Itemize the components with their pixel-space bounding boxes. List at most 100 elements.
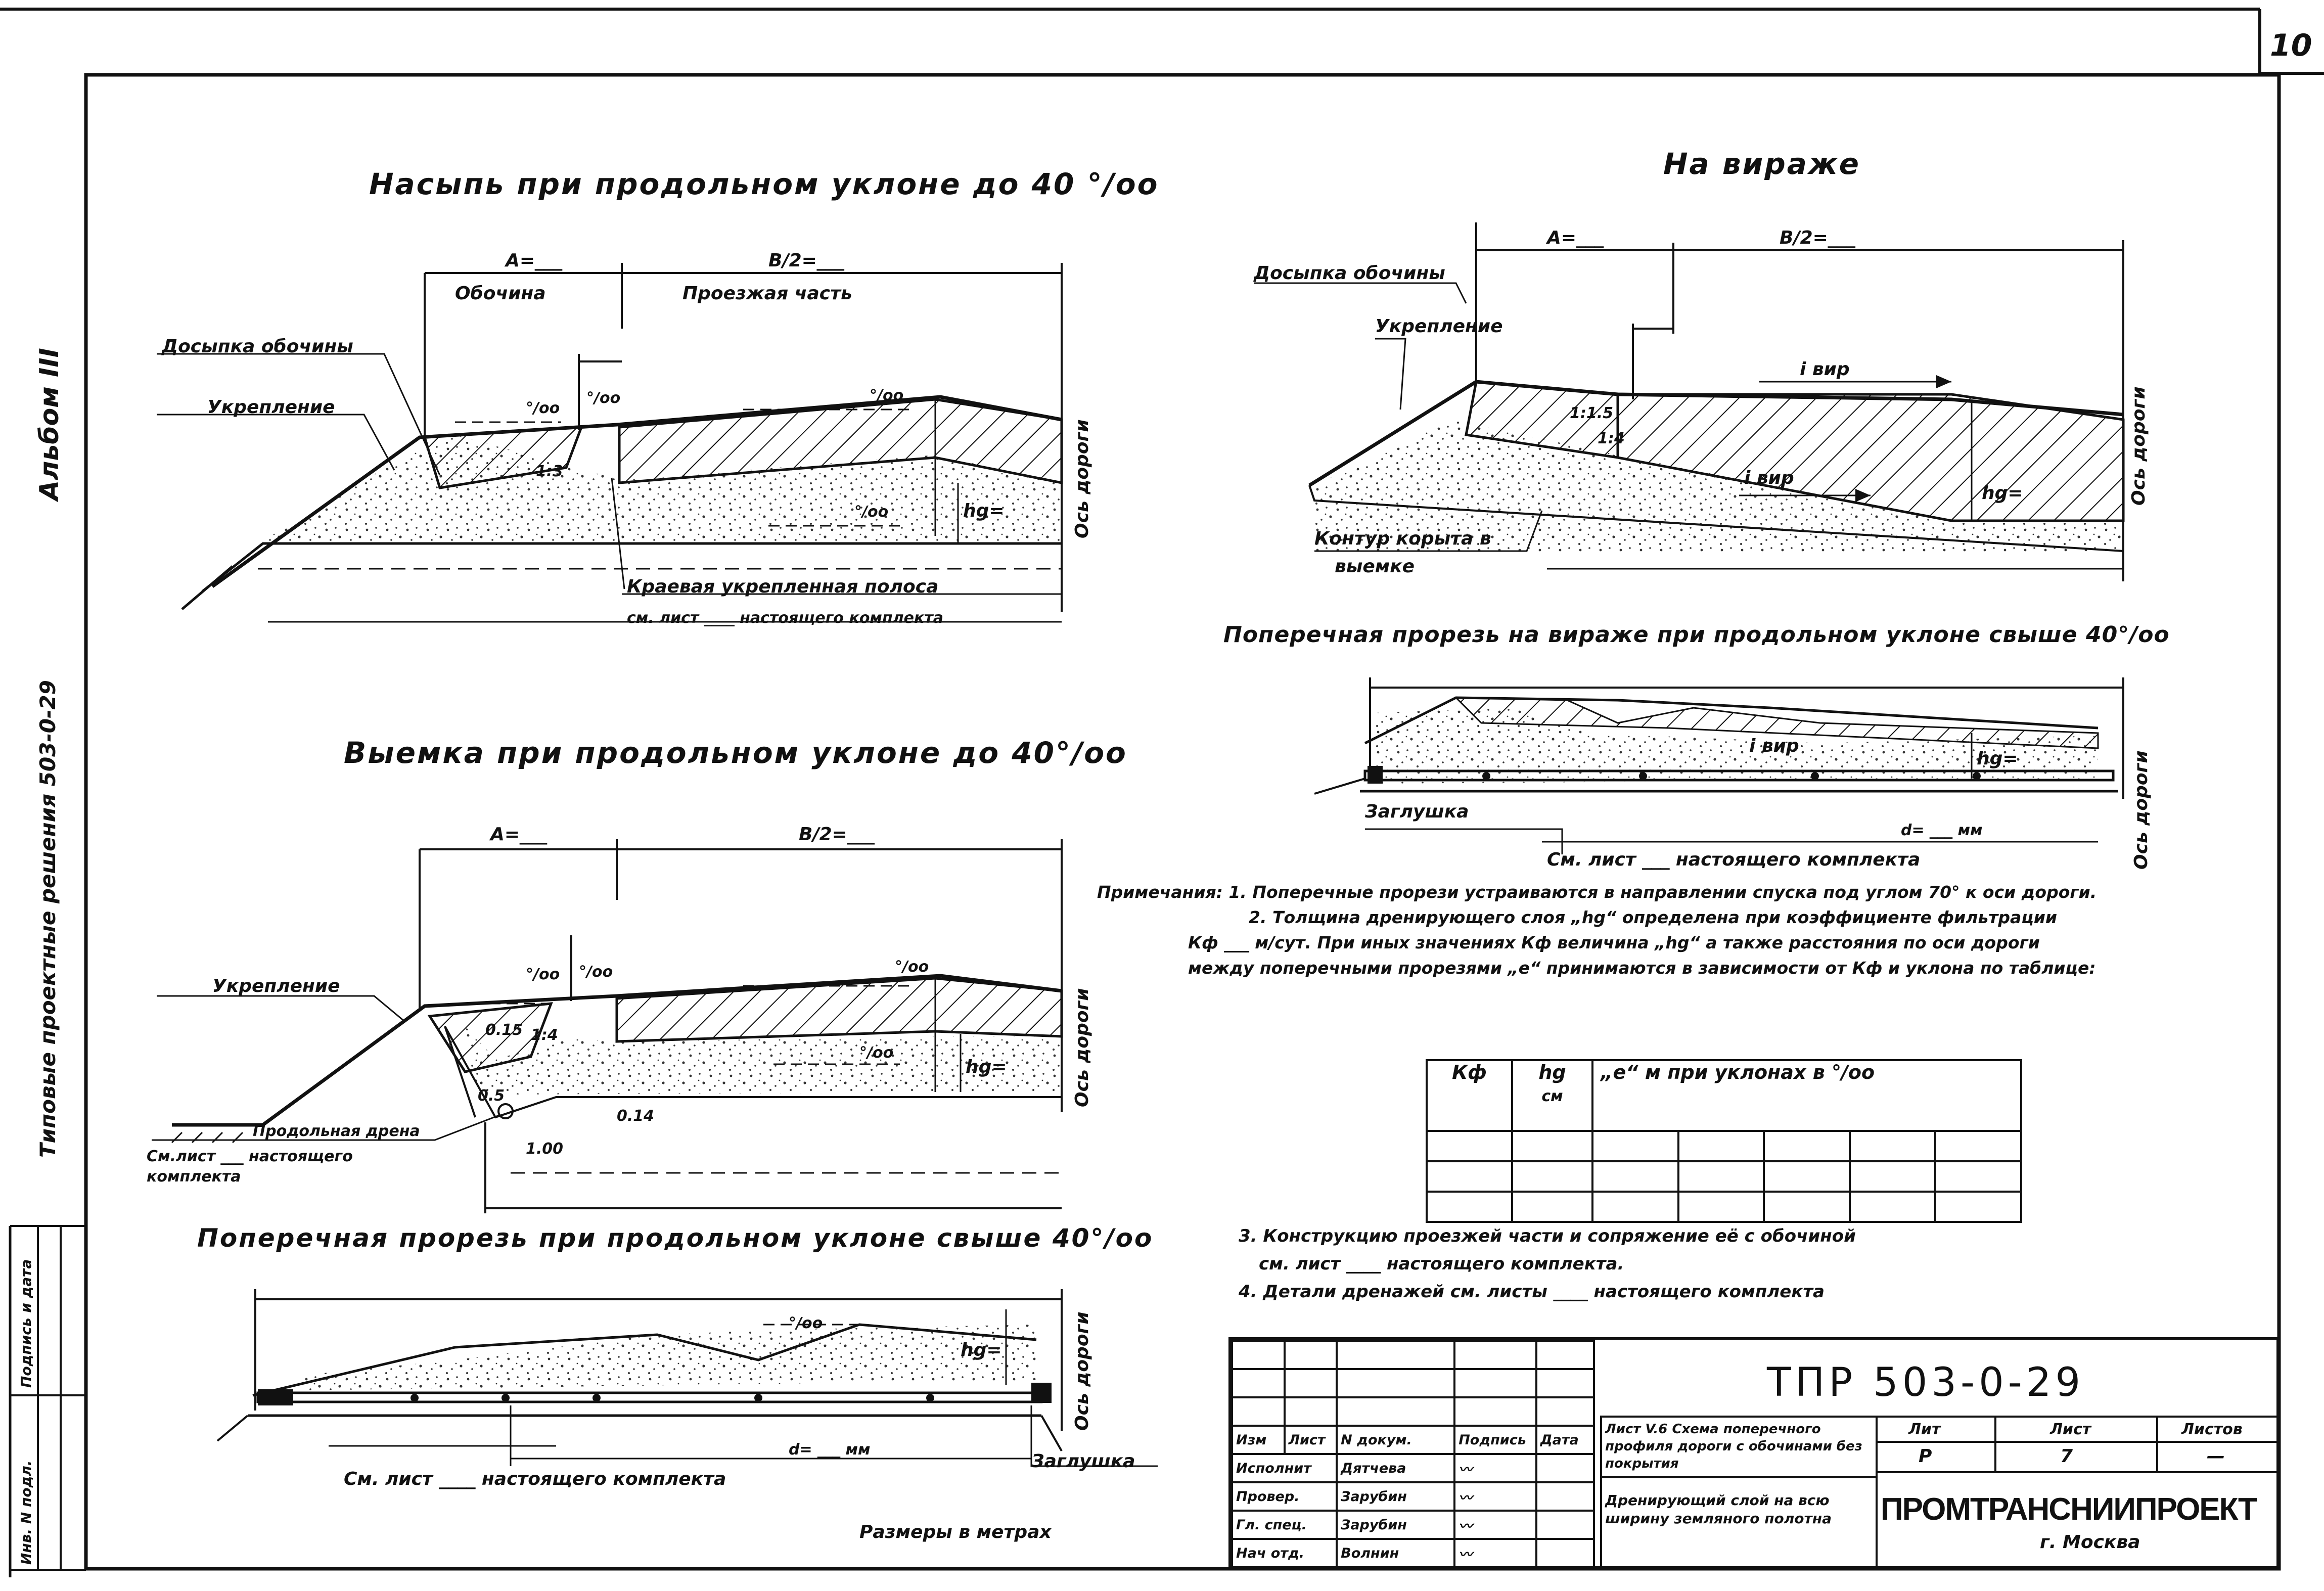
hd-header-symbol: hg [1538,1061,1566,1083]
cut-drawing [152,839,1063,1213]
sup-trough-2: выемке [1335,556,1415,577]
units-note: Размеры в метрах [859,1522,1052,1542]
emb-slope-1: °/oo [526,399,560,417]
emb-ratio: 1:3 [536,463,563,480]
ccl-plug: Заглушка [1031,1451,1135,1472]
name-row-2: Зарубин [1336,1510,1456,1540]
name-row-1: Зарубин [1336,1481,1456,1512]
signature-1: 〰 [1453,1481,1537,1512]
role-row-3: Нач отд. [1231,1538,1338,1568]
description-1: Лист V.6 Схема поперечного профиля дорог… [1605,1422,1862,1471]
hdr-izm: Изм [1231,1425,1286,1455]
ccl-axis: Ось дороги [1072,1311,1092,1431]
sup-trough-1: Контур корыта в [1314,528,1491,549]
sheet-number: 10 [2270,28,2312,63]
notes-line-2: 2. Толщина дренирующего слоя „hg“ опреде… [1249,907,2058,927]
ccr-i-vir: i вир [1749,736,1799,756]
emb-edge-strip: Краевая укрепленная полоса [627,576,939,597]
signature-0: 〰 [1453,1453,1537,1483]
cut-d014: 0.14 [617,1107,655,1125]
notes-extra-3: 4. Детали дренажей см. листы ____ настоя… [1239,1282,1825,1302]
sheet-label: Лист [2050,1421,2091,1438]
city: г. Москва [2040,1532,2140,1553]
sup-dim-a: A=___ [1547,228,1604,248]
sup-ratio-1: 1:1.5 [1570,404,1614,422]
ccr-axis: Ось дороги [2131,750,2152,870]
cut-reinforcement: Укрепление [212,976,340,996]
cross-cut-right-title: Поперечная прорезь на вираже при продоль… [1223,622,2170,648]
ccl-pipe-d: d= ___ мм [789,1441,871,1459]
notes-extra-2: см. лист ____ настоящего комплекта. [1259,1254,1624,1274]
embankment-drawing [157,263,1063,623]
notes-line-4: между поперечными прорезями „е“ принимаю… [1188,958,2096,978]
ccr-hd: hg= [1977,748,2018,769]
cut-dim-b: B/2=___ [799,824,875,845]
signature-3: 〰 [1453,1538,1537,1568]
sup-reinforcement: Укрепление [1375,316,1503,337]
name-row-0: Дятчева [1336,1453,1456,1483]
emb-slope-4: °/oo [854,503,889,521]
superelevation-drawing [1254,222,2125,581]
ccr-plug: Заглушка [1365,801,1469,822]
cut-hd: hg= [966,1057,1007,1077]
cut-d100: 1.00 [526,1140,564,1158]
title-block: Изм Лист N докум. Подпись Дата Исполнит … [1228,1337,2279,1569]
cut-slope-4: °/oo [859,1044,894,1062]
signature-grid: Изм Лист N докум. Подпись Дата Исполнит … [1231,1340,1596,1568]
notes-extra-1: 3. Конструкцию проезжей части и сопряжен… [1239,1226,1856,1246]
emb-axis: Ось дороги [1072,419,1092,538]
cut-title: Выемка при продольном уклоне до 40°/oo [344,736,1127,770]
cut-drain: Продольная дрена [253,1122,420,1140]
sup-axis: Ось дороги [2128,386,2149,506]
ccl-hd: hg= [961,1340,1002,1360]
emb-shoulder-fill: Досыпка обочины [162,336,353,357]
embankment-title: Насыпь при продольном уклоне до 40 °/oo [369,167,1159,201]
hdr-sign: Подпись [1453,1425,1537,1455]
sheets-label: Листов [2181,1421,2243,1438]
emb-slope-2: °/oo [586,389,621,407]
emb-slope-3: °/oo [870,387,904,404]
cross-cut-left-drawing [216,1289,1158,1467]
cut-slope-1: °/oo [526,966,560,983]
kf-header: Кф [1426,1059,1513,1132]
cut-d05: 0.5 [478,1087,505,1105]
kf-table: Кф hg см „е“ м при уклонах в °/oo [1426,1059,2022,1223]
cut-dim-a: A=___ [490,824,548,845]
organization: ПРОМТРАНСНИИПРОЕКТ [1881,1492,2257,1527]
signature-2: 〰 [1453,1510,1537,1540]
sup-dim-b: B/2=___ [1780,228,1855,248]
sheets-value: — [2207,1446,2225,1467]
cross-cut-left-title: Поперечная прорезь при продольном уклоне… [197,1223,1154,1253]
emb-dim-b: B/2=___ [768,250,844,271]
name-row-3: Волнин [1336,1538,1456,1568]
description-2: Дренирующий слой на всю ширину земляного… [1605,1492,1832,1527]
cut-ref-1: См.лист ___ настоящего [147,1148,353,1165]
role-row-1: Провер. [1231,1481,1338,1512]
ccl-ref: См. лист ____ настоящего комплекта [344,1469,726,1489]
notes-line-3: Кф ___ м/сут. При иных значениях Кф вели… [1188,933,2040,952]
emb-hd: hg= [963,501,1005,521]
ccl-slope: °/oo [789,1314,823,1332]
hd-header: hg см [1511,1059,1593,1132]
sup-i-vir-top: i вир [1800,359,1850,380]
cut-slope-2: °/oo [579,963,613,981]
drawing-code: ТПР 503-0-29 [1767,1360,2085,1405]
side-stamp-sign: Подпись и дата [18,1259,34,1388]
series-label: Типовые проектные решения 503-0-29 [35,680,60,1158]
role-row-2: Гл. спец. [1231,1510,1338,1540]
cut-ref-2: комплекта [147,1168,241,1186]
cut-d015: 0.15 [485,1021,523,1039]
hdr-list: Лист [1283,1425,1338,1455]
emb-edge-ref: см. лист ____ настоящего комплекта [627,609,943,627]
notes-line-1: Примечания: 1. Поперечные прорези устраи… [1097,882,2097,902]
emb-reinforcement: Укрепление [207,397,335,418]
sup-hd: hg= [1982,483,2023,504]
cut-axis: Ось дороги [1072,988,1092,1107]
cross-cut-right-drawing [1314,677,2124,854]
e-header: „е“ м при уклонах в °/oo [1591,1059,2022,1132]
side-stamp-inv: Инв. N подл. [18,1460,34,1565]
hdr-doc: N докум. [1336,1425,1456,1455]
superelevation-title: На вираже [1663,147,1860,181]
sup-shoulder-fill: Досыпка обочины [1254,263,1445,284]
